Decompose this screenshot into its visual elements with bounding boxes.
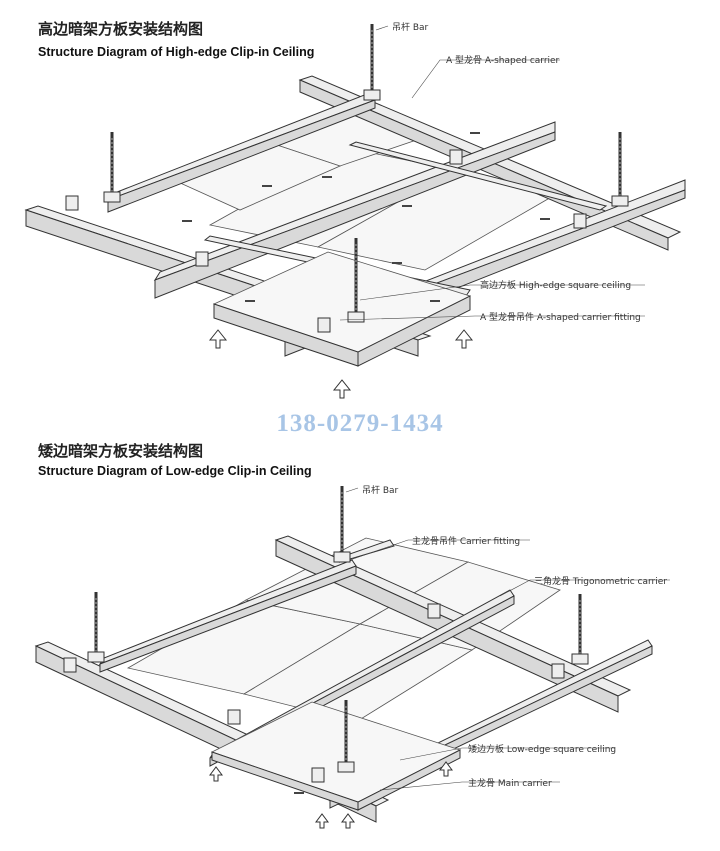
up-arrow-icon [332,379,352,399]
up-arrow-icon [208,329,228,349]
bottom-tri-carrier [98,559,357,673]
top-label-fitting: A 型龙骨吊件 A-shaped carrier fitting [480,313,641,323]
top-leader-bar [375,25,389,31]
bottom-bar-rod [333,486,351,563]
bottom-leader-carrier-fitting [349,539,530,561]
up-arrow-icon [341,813,355,829]
top-leader-fitting [339,315,645,321]
top-bar-rod [363,24,381,101]
top-carrier-fitting [317,317,331,333]
top-bar-rod [103,132,121,203]
top-label-bar: 吊杆 Bar [392,23,429,33]
bottom-bar-rod [87,592,105,663]
up-arrow-icon [315,813,329,829]
bottom-label-main: 主龙骨 Main carrier [468,779,552,789]
bottom-title-cn: 矮边暗架方板安装结构图 [38,442,204,460]
bottom-leader-square [399,747,615,761]
bottom-label-square: 矮边方板 Low-edge square ceiling [468,745,617,755]
phone-number: 138-0279-1434 [276,410,444,437]
bottom-carrier-fitting [311,767,325,783]
bottom-label-carrier-fitting: 主龙骨吊件 Carrier fitting [412,537,521,547]
top-label-square: 高边方板 High-edge square ceiling [480,281,632,291]
bottom-square-ceiling [210,701,462,811]
top-carrier-fitting [195,251,209,267]
bottom-diagram [34,486,670,829]
top-title-en: Structure Diagram of High-edge Clip-in C… [38,45,315,59]
top-label-a-carrier: A 型龙骨 A-shaped carrier [446,56,560,66]
top-bar-rod [347,238,365,323]
top-leader-square [359,284,645,301]
up-arrow-icon [454,329,474,349]
up-arrow-icon [209,766,223,782]
bottom-bar-rod [337,700,355,773]
bottom-carrier-fitting [427,603,441,619]
top-rail-slots [182,132,550,222]
top-leader-a-carrier [411,59,560,99]
top-square-ceiling [212,251,472,367]
bottom-label-tri: 三角龙骨 Trigonometric carrier [534,577,667,587]
bottom-carrier-fitting [551,663,565,679]
bottom-carrier-fitting [227,709,241,725]
top-carrier-fitting [65,195,79,211]
bottom-leader-tri [499,579,670,597]
bottom-label-bar: 吊杆 Bar [362,486,399,496]
bottom-leader-bar [345,487,359,493]
top-carrier-fitting [449,149,463,165]
top-carrier-fitting [573,213,587,229]
top-diagram [24,24,686,399]
bottom-title-en: Structure Diagram of Low-edge Clip-in Ce… [38,464,312,478]
top-frame-rail [348,141,608,211]
top-bar-rod [611,132,629,207]
top-title-cn: 高边暗架方板安装结构图 [38,20,204,38]
bottom-bar-rod [571,594,589,665]
bottom-leader-main [379,781,560,791]
bottom-carrier-fitting [63,657,77,673]
up-arrow-icon [439,761,453,777]
